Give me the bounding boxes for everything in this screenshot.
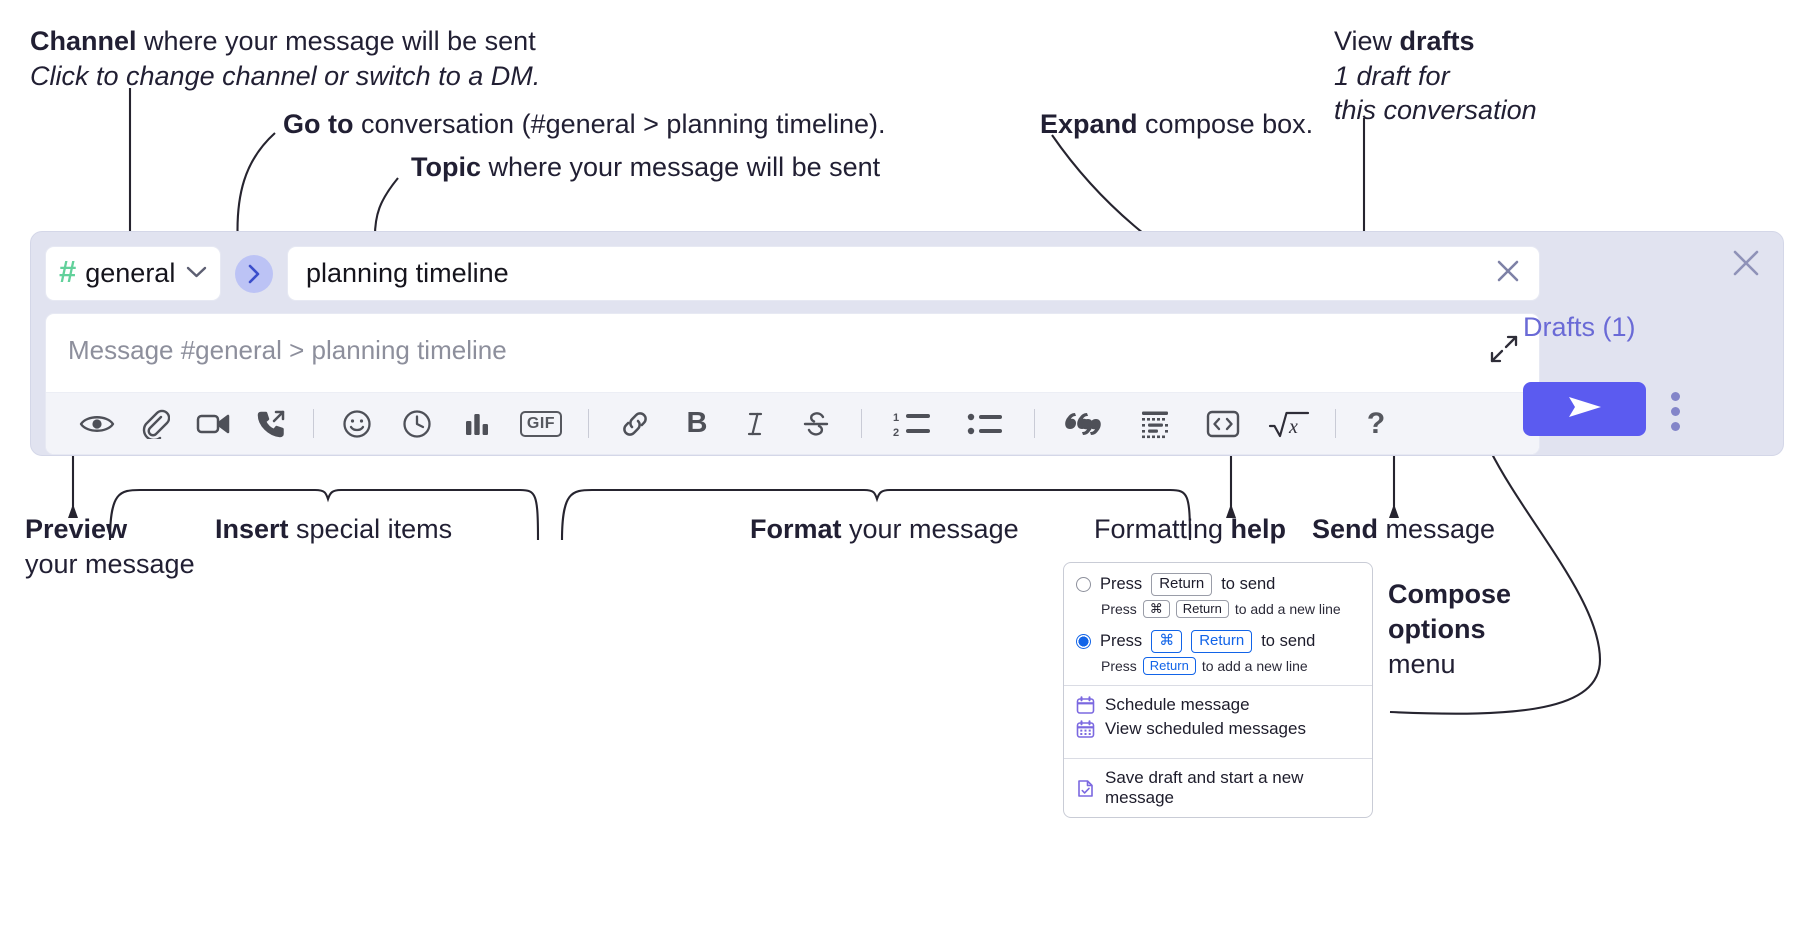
annotation-drafts: View drafts 1 draft for this conversatio…: [1334, 26, 1537, 126]
menu-item-label: View scheduled messages: [1105, 719, 1306, 738]
topic-clear-button[interactable]: [1493, 256, 1523, 291]
toolbar-separator: [861, 409, 862, 438]
formatting-toolbar: GIF B: [46, 392, 1539, 454]
annotation-topic: Topic where your message will be sent: [411, 152, 881, 182]
chevron-right-icon: [247, 264, 261, 284]
option1-sub-pre: Press: [1101, 600, 1137, 617]
annotation-formatting-help: Formatting help: [1094, 514, 1287, 544]
poll-icon[interactable]: [447, 411, 507, 437]
annotation-format: Format your message: [750, 514, 1019, 544]
toolbar-separator: [1034, 409, 1035, 438]
menu-item-view-scheduled[interactable]: View scheduled messages: [1064, 717, 1372, 748]
option2-pre: Press: [1100, 631, 1143, 650]
audio-call-icon[interactable]: [242, 409, 300, 439]
option2-subtext: Press Return to add a new line: [1064, 653, 1372, 675]
compose-options-button[interactable]: [1671, 392, 1680, 431]
attachment-icon[interactable]: [126, 409, 184, 439]
key-return: Return: [1191, 630, 1253, 653]
calendar-grid-icon: [1076, 719, 1095, 739]
channel-name: general: [85, 258, 176, 288]
gif-label: GIF: [519, 410, 563, 437]
compose-box: # general planning timeline Message #gen…: [30, 231, 1784, 456]
toolbar-separator: [588, 409, 589, 438]
send-button[interactable]: [1523, 382, 1646, 436]
drafts-link[interactable]: Drafts (1): [1523, 312, 1636, 342]
annotation-channel: Channel where your message will be sent …: [30, 26, 541, 91]
annotation-preview: Preview your message: [25, 514, 195, 579]
message-input-area[interactable]: Message #general > planning timeline: [45, 313, 1540, 455]
blockquote-icon[interactable]: [1048, 410, 1120, 438]
compose-header-row: # general planning timeline: [45, 245, 1540, 302]
kebab-dot: [1671, 407, 1680, 416]
inline-code-icon[interactable]: [1190, 410, 1256, 438]
topic-value: planning timeline: [306, 258, 509, 288]
menu-radio-option-cmd-return[interactable]: Press ⌘ Return to send: [1064, 630, 1372, 653]
help-label: ?: [1366, 406, 1386, 440]
link-icon[interactable]: [602, 409, 668, 439]
hash-icon: #: [59, 254, 77, 289]
svg-text:2: 2: [893, 427, 899, 438]
math-icon[interactable]: x: [1256, 409, 1322, 439]
menu-item-label: Save draft and start a new message: [1105, 768, 1304, 807]
strikethrough-icon[interactable]: [784, 409, 848, 439]
preview-icon[interactable]: [68, 411, 126, 437]
key-command: ⌘: [1142, 599, 1170, 618]
close-icon[interactable]: [1729, 246, 1763, 285]
help-icon[interactable]: ?: [1349, 406, 1403, 440]
ordered-list-icon[interactable]: 1 2: [875, 410, 949, 438]
annotation-compose-options: Compose options menu: [1388, 579, 1512, 680]
radio-selected-icon: [1076, 633, 1091, 649]
bold-icon[interactable]: B: [668, 407, 726, 440]
kebab-dot: [1671, 392, 1680, 401]
message-placeholder: Message #general > planning timeline: [68, 335, 507, 365]
toolbar-separator: [313, 409, 314, 438]
option1-pre: Press: [1100, 574, 1143, 593]
topic-input[interactable]: planning timeline: [287, 246, 1540, 301]
option2-sub-post: to add a new line: [1201, 657, 1308, 674]
kebab-dot: [1671, 422, 1680, 431]
key-return: Return: [1142, 656, 1196, 675]
chevron-down-icon: [186, 264, 207, 284]
menu-item-label: Schedule message: [1105, 695, 1250, 714]
menu-item-save-draft[interactable]: Save draft and start a new message: [1064, 759, 1372, 817]
key-return: Return: [1175, 599, 1229, 618]
gif-icon[interactable]: GIF: [507, 410, 575, 437]
svg-text:1: 1: [893, 412, 899, 424]
option2-post: to send: [1261, 631, 1316, 650]
channel-selector[interactable]: # general: [45, 246, 221, 301]
option2-sub-pre: Press: [1101, 657, 1137, 674]
bold-label: B: [686, 407, 708, 439]
menu-divider: [1064, 758, 1372, 759]
menu-radio-option-return[interactable]: Press Return to send: [1064, 573, 1372, 596]
emoji-icon[interactable]: [327, 409, 387, 439]
annotation-goto: Go to conversation (#general > planning …: [283, 109, 886, 139]
expand-button[interactable]: [1489, 334, 1519, 369]
code-block-icon[interactable]: [1120, 409, 1190, 439]
key-return: Return: [1151, 573, 1213, 596]
italic-icon[interactable]: [726, 410, 784, 438]
compose-options-menu: Press Return to send Press ⌘ Return to a…: [1063, 562, 1373, 818]
key-command: ⌘: [1151, 630, 1183, 653]
calendar-icon: [1076, 695, 1095, 715]
option1-subtext: Press ⌘ Return to add a new line: [1064, 596, 1372, 618]
option1-post: to send: [1221, 574, 1276, 593]
svg-text:x: x: [1288, 416, 1298, 438]
compose-right-column: Drafts (1): [1523, 232, 1783, 455]
annotation-insert: Insert special items: [215, 514, 453, 544]
option1-sub-post: to add a new line: [1234, 600, 1341, 617]
annotation-expand: Expand compose box.: [1040, 109, 1314, 139]
goto-conversation-button[interactable]: [235, 254, 273, 293]
bulleted-list-icon[interactable]: [949, 411, 1021, 437]
radio-unselected-icon: [1076, 576, 1091, 592]
video-icon[interactable]: [184, 412, 242, 436]
reminder-clock-icon[interactable]: [387, 409, 447, 439]
toolbar-separator: [1335, 409, 1336, 438]
annotation-send: Send message: [1312, 514, 1496, 544]
send-icon: [1563, 391, 1607, 428]
save-draft-icon: [1076, 779, 1095, 798]
menu-item-schedule-message[interactable]: Schedule message: [1064, 686, 1372, 717]
menu-divider: [1064, 685, 1372, 686]
